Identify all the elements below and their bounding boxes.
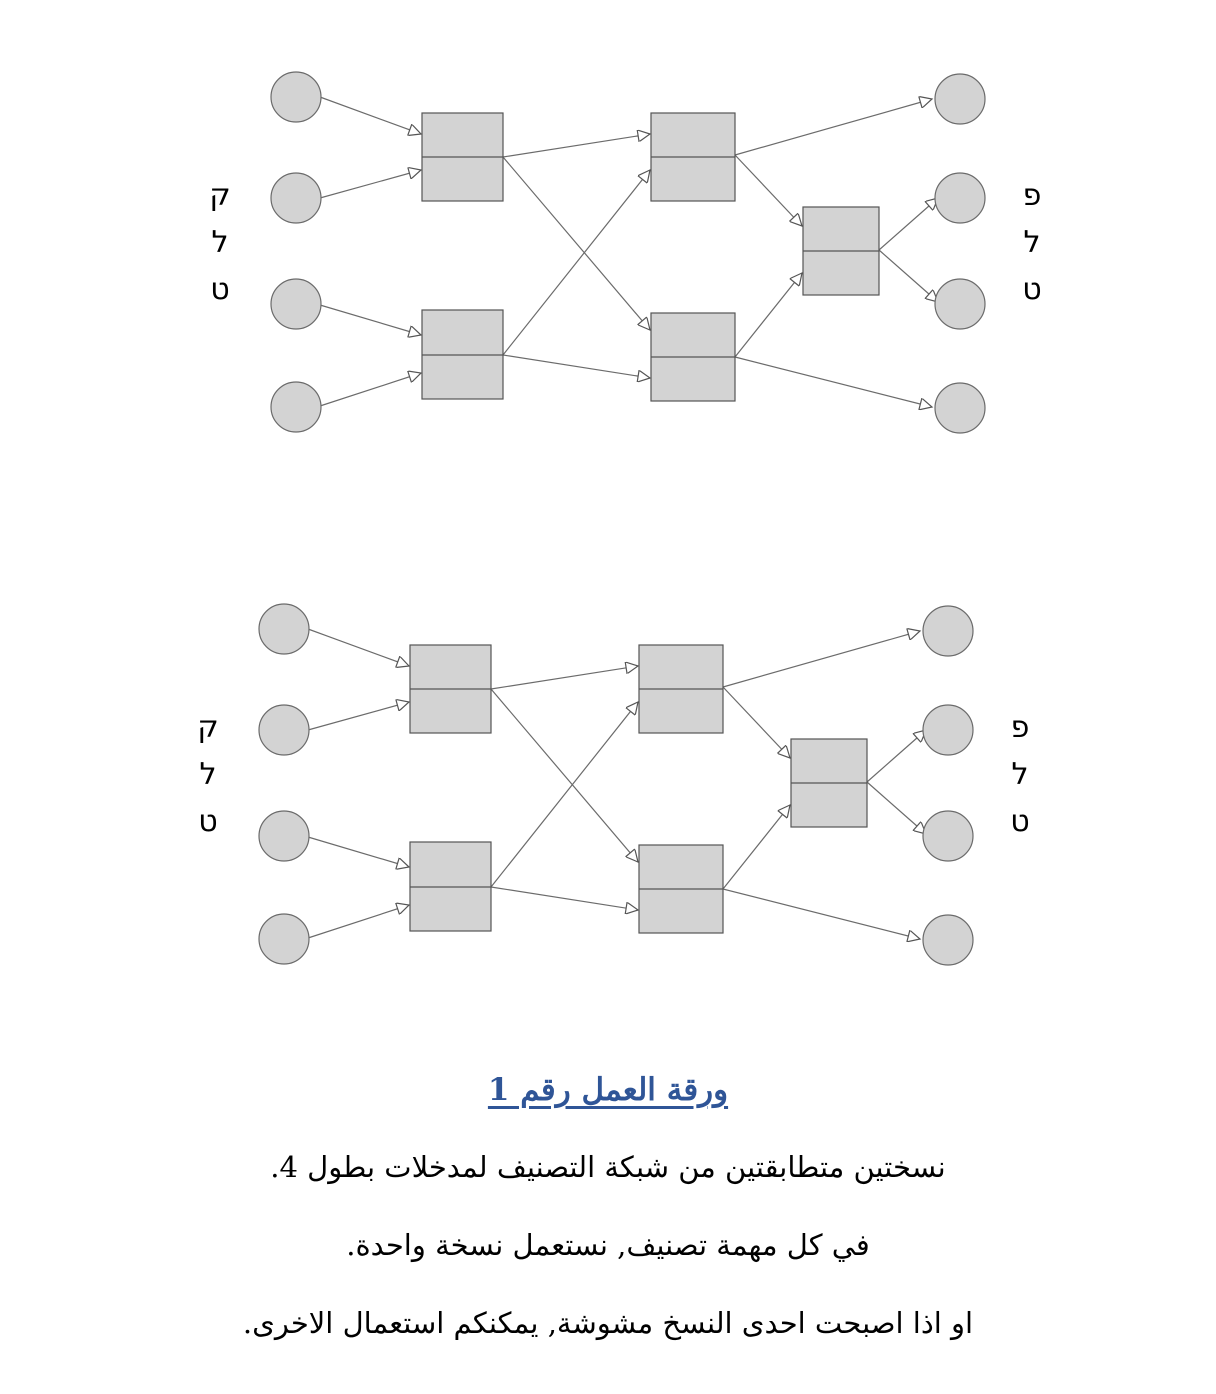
output-node — [922, 605, 974, 657]
output-node — [934, 172, 986, 224]
input-node — [258, 603, 310, 655]
output-node — [934, 73, 986, 125]
worksheet-line: نسختين متطابقتين من شبكة التصنيف لمدخلات… — [270, 1150, 946, 1184]
input-label-top: ק ל ט — [200, 172, 240, 313]
edge — [502, 170, 650, 356]
edge — [307, 702, 409, 731]
input-node — [258, 704, 310, 756]
comparator — [421, 112, 504, 202]
edge — [319, 96, 421, 134]
comparator — [638, 844, 724, 934]
label-letter: ט — [1022, 272, 1042, 307]
input-node — [270, 71, 322, 123]
edge — [502, 354, 650, 378]
edge — [866, 730, 926, 783]
output-node — [922, 914, 974, 966]
edge — [490, 702, 638, 888]
output-label-top: פ ל ט — [1012, 172, 1052, 313]
edges — [319, 96, 938, 407]
edge — [734, 99, 932, 156]
comparator — [409, 841, 492, 932]
label-letter: ק — [209, 178, 231, 213]
label-letter: ל — [1011, 757, 1029, 792]
label-letter: ט — [198, 804, 218, 839]
comparator — [650, 112, 736, 202]
worksheet-title: ورقة العمل رقم 1 — [487, 1072, 729, 1108]
edge — [722, 888, 920, 939]
edge — [722, 686, 790, 758]
edge — [502, 134, 650, 158]
output-label-bottom: פ ל ט — [1000, 704, 1040, 845]
output-node — [922, 810, 974, 862]
label-letter: ל — [211, 225, 229, 260]
label-letter: ל — [199, 757, 217, 792]
label-letter: ט — [210, 272, 230, 307]
edge — [734, 356, 932, 407]
input-node — [270, 172, 322, 224]
worksheet-line: او اذا اصبحت احدى النسخ مشوشة, يمكنكم اس… — [242, 1306, 974, 1340]
comparator — [802, 206, 880, 296]
input-node — [258, 913, 310, 965]
comparator — [790, 738, 868, 828]
comparator — [409, 644, 492, 734]
label-letter: פ — [1022, 178, 1042, 213]
edge — [722, 805, 790, 890]
label-letter: ל — [1023, 225, 1041, 260]
edge — [490, 688, 638, 862]
edge — [878, 249, 938, 302]
label-letter: ק — [197, 710, 219, 745]
comparator — [421, 309, 504, 400]
edge — [307, 905, 409, 939]
input-node — [270, 278, 322, 330]
comparator — [650, 312, 736, 402]
edge — [319, 373, 421, 407]
worksheet-line: في كل مهمة تصنيف, نستعمل نسخة واحدة. — [346, 1228, 870, 1262]
edge — [734, 273, 802, 358]
input-node — [270, 381, 322, 433]
input-label-bottom: ק ל ט — [188, 704, 228, 845]
comparator — [638, 644, 724, 734]
output-node — [934, 278, 986, 330]
sorting-network-bottom — [258, 603, 974, 966]
edge — [722, 631, 920, 688]
label-letter: פ — [1010, 710, 1030, 745]
edge — [490, 666, 638, 690]
label-letter: ט — [1010, 804, 1030, 839]
edge — [490, 886, 638, 910]
edge — [734, 154, 802, 226]
output-node — [934, 382, 986, 434]
output-node — [922, 704, 974, 756]
input-node — [258, 810, 310, 862]
edge — [319, 304, 421, 335]
edge — [307, 836, 409, 867]
edge — [307, 628, 409, 666]
edge — [866, 781, 926, 834]
edge — [878, 198, 938, 251]
edge — [319, 170, 421, 199]
edges — [307, 628, 926, 939]
edge — [502, 156, 650, 330]
sorting-network-top — [270, 71, 986, 434]
